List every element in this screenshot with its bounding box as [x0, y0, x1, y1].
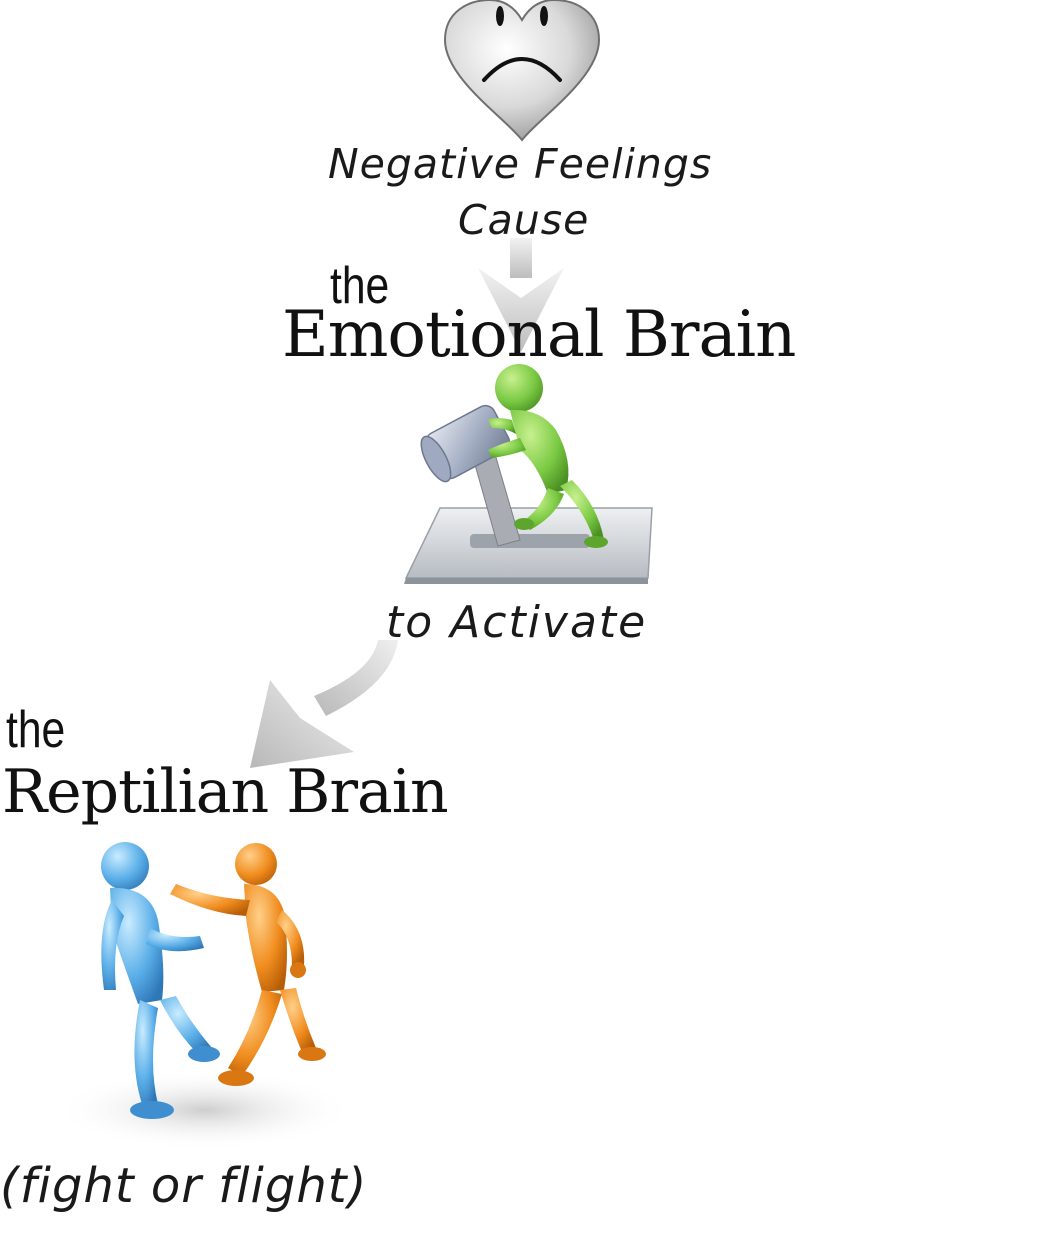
- cause-label: Cause: [458, 196, 590, 244]
- emotional-brain-title: Emotional Brain: [282, 298, 796, 372]
- curved-arrow-icon: [250, 640, 398, 768]
- blue-and-orange-figures-arguing-icon: [55, 842, 355, 1150]
- negative-feelings-label: Negative Feelings: [328, 140, 713, 188]
- reptilian-brain-title: Reptilian Brain: [2, 757, 449, 827]
- green-figure-pushing-lever-icon: [404, 364, 653, 584]
- fight-or-flight-label: (fight or flight): [0, 1158, 368, 1214]
- to-activate-label: to Activate: [386, 597, 648, 648]
- the-reptilian-label: the: [6, 701, 66, 759]
- sad-heart-icon: [443, 0, 601, 142]
- orange-figure: [170, 843, 326, 1086]
- arrow-down-icon: [478, 238, 564, 352]
- blue-figure: [101, 842, 220, 1119]
- the-emotional-label: the: [330, 257, 390, 315]
